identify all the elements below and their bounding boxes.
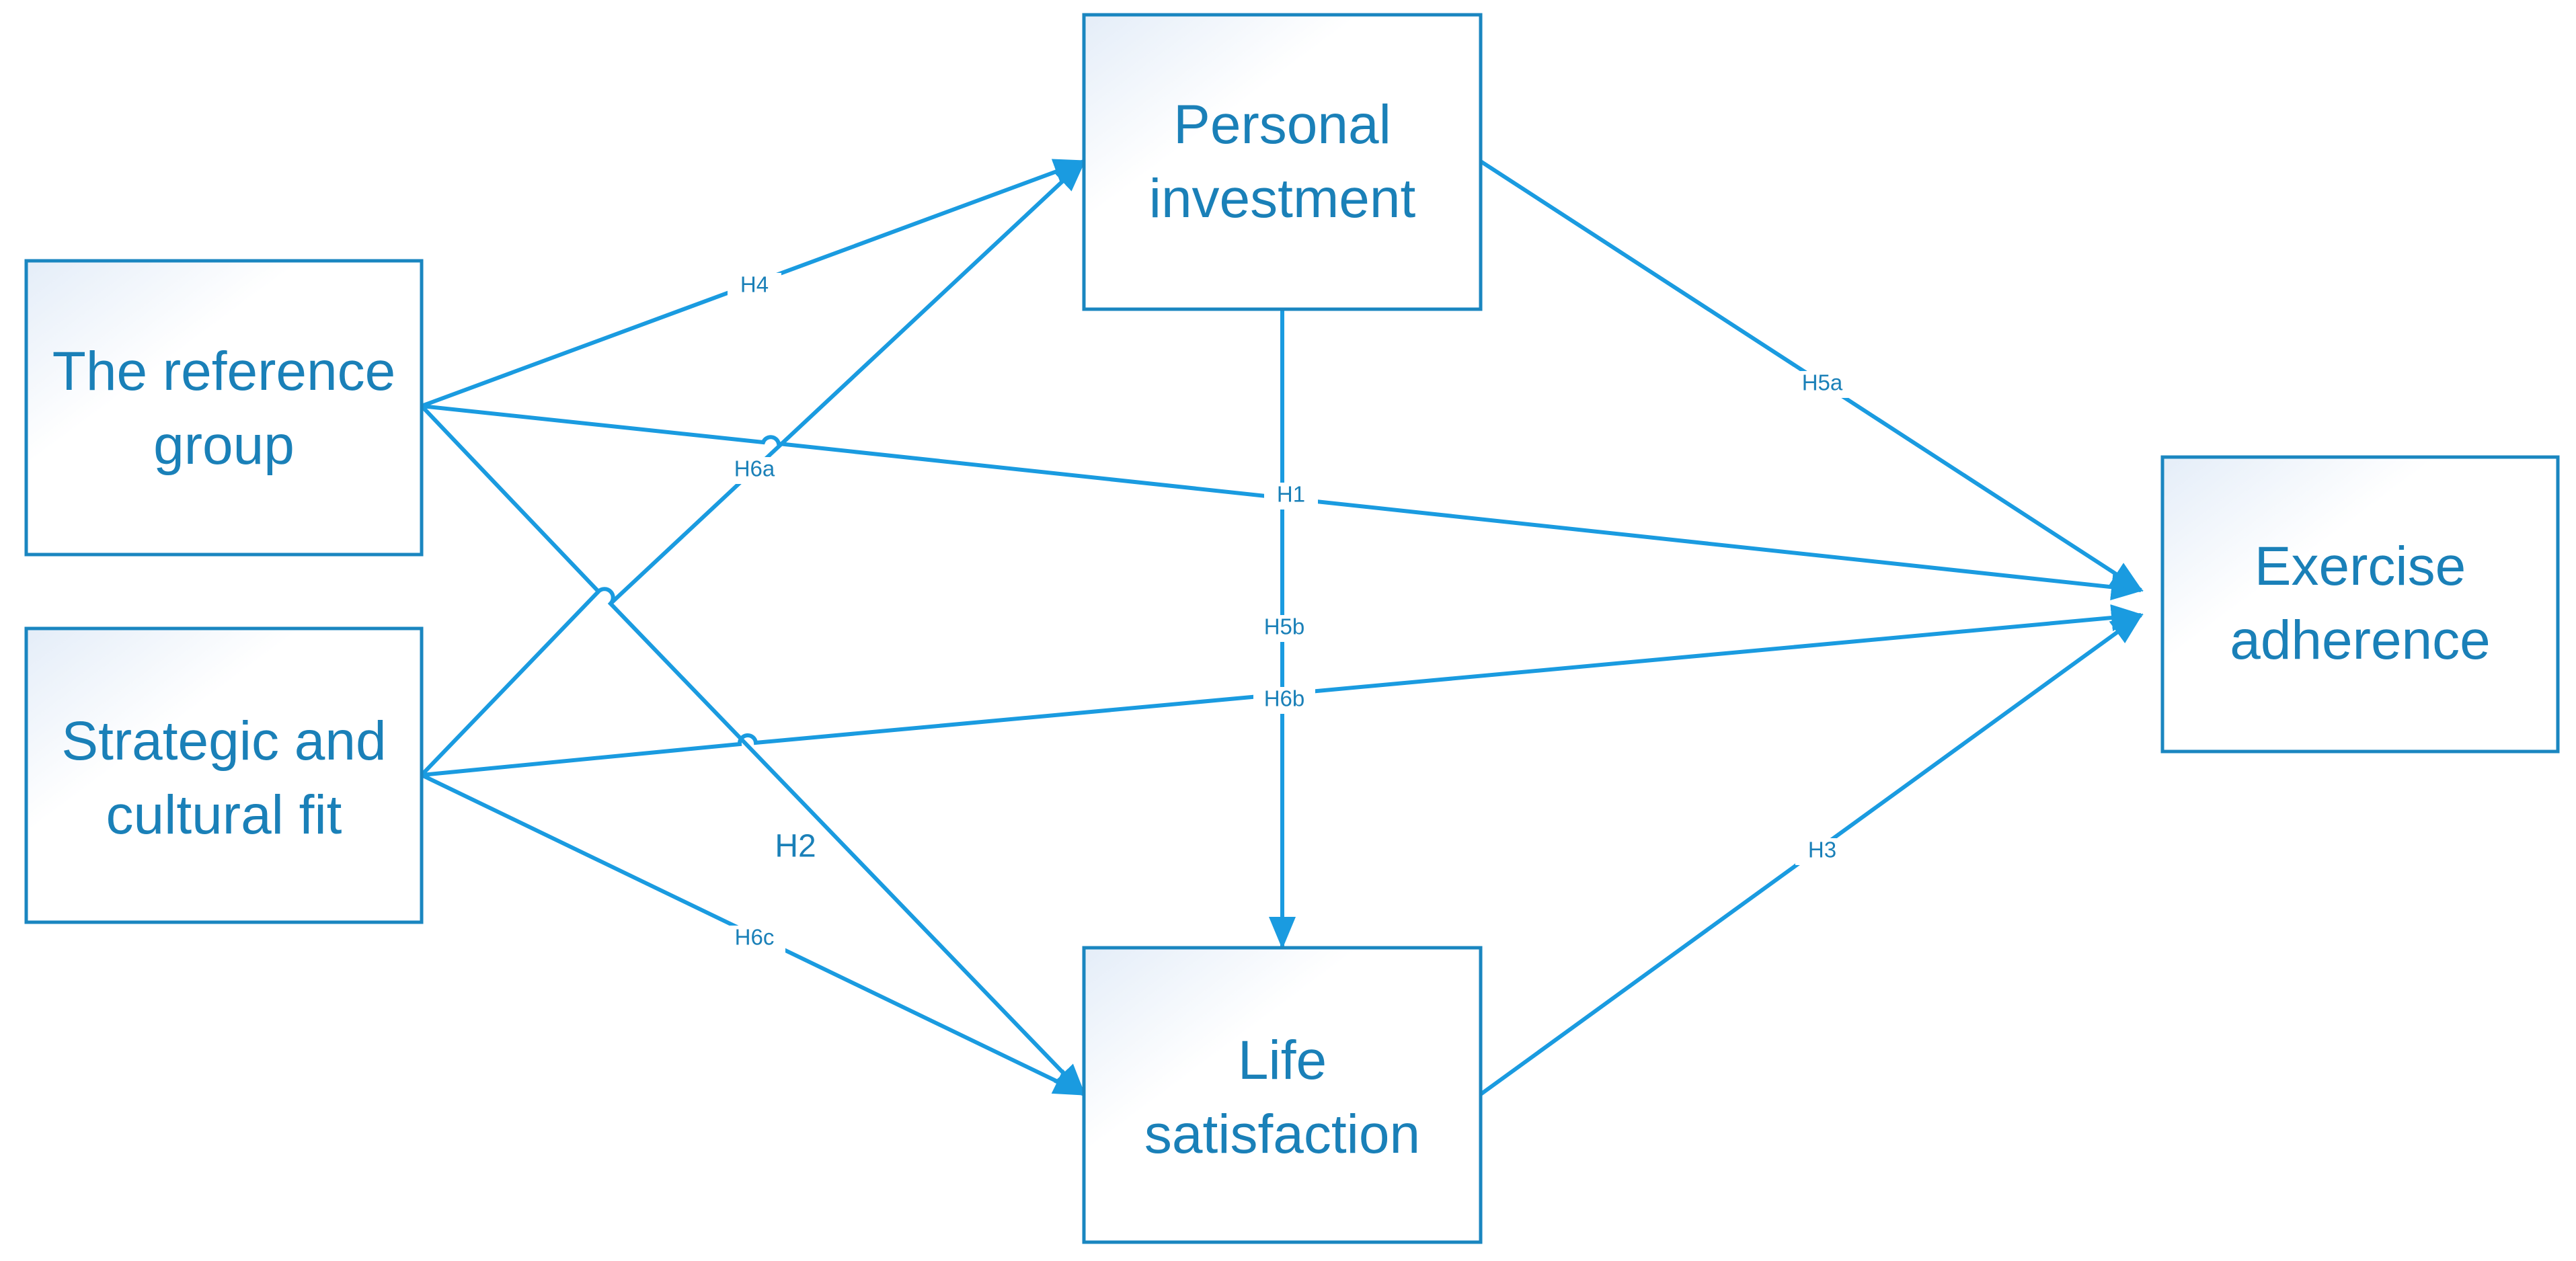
node-reference-group-line2: group	[153, 415, 295, 476]
edges	[420, 161, 2144, 1096]
label-h1: H1	[1277, 482, 1305, 507]
label-h6c: H6c	[735, 925, 775, 950]
label-h5b: H5b	[1264, 614, 1305, 639]
node-exercise-adherence-line2: adherence	[2230, 610, 2491, 671]
edge-h6a	[420, 161, 1084, 777]
node-life-satisfaction-line2: satisfaction	[1144, 1104, 1420, 1165]
node-strategic-fit-line2: cultural fit	[106, 784, 342, 846]
label-h4: H4	[740, 272, 769, 297]
node-life-satisfaction-line1: Life	[1238, 1030, 1327, 1091]
node-reference-group: The reference group	[24, 259, 424, 557]
node-life-satisfaction: Life satisfaction	[1082, 946, 1483, 1244]
node-personal-investment-line1: Personal	[1173, 94, 1391, 155]
node-reference-group-line1: The reference	[52, 341, 396, 402]
label-h5a: H5a	[1802, 370, 1843, 395]
node-exercise-adherence-line1: Exercise	[2255, 536, 2466, 597]
label-h6a: H6a	[734, 456, 775, 481]
edge-h2	[420, 404, 1086, 1096]
edge-labels: H4 H6a H1 H2 H6b H6c H5a H5b H3	[724, 272, 1853, 952]
label-h6b: H6b	[1264, 686, 1305, 711]
node-personal-investment: Personal investment	[1082, 13, 1483, 311]
edge-h6b	[421, 604, 2144, 777]
node-strategic-fit: Strategic and cultural fit	[24, 626, 424, 924]
label-h3: H3	[1808, 838, 1836, 862]
label-h2: H2	[775, 829, 816, 864]
edge-h1	[421, 404, 2144, 601]
node-exercise-adherence: Exercise adherence	[2160, 455, 2560, 754]
node-strategic-fit-line1: Strategic and	[61, 710, 386, 772]
node-personal-investment-line2: investment	[1149, 168, 1416, 229]
